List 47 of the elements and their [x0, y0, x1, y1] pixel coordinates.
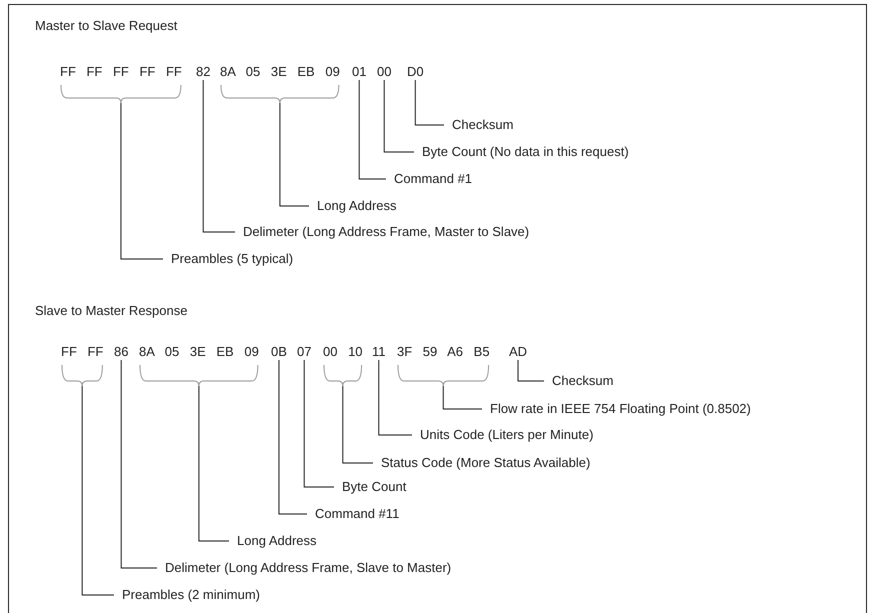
field-description: Command #1 — [386, 171, 472, 187]
field-description: Byte Count — [334, 479, 406, 495]
hex-byte: 07 — [297, 344, 312, 360]
byte-group: FF FF FF FF FF — [60, 64, 182, 103]
leader-line — [384, 80, 414, 152]
byte-group: 8A 05 3E EB 09 — [139, 344, 259, 386]
byte-group: 8A 05 3E EB 09 — [220, 64, 340, 103]
field-description: Checksum — [444, 117, 514, 133]
leader-line — [279, 102, 310, 206]
field-description: Byte Count (No data in this request) — [414, 144, 629, 160]
field-description: Command #11 — [307, 506, 400, 522]
leader-line — [202, 80, 236, 232]
leader-line — [120, 102, 164, 260]
field-description: Units Code (Liters per Minute) — [412, 427, 594, 443]
hex-byte: D0 — [407, 64, 424, 80]
section-heading: Master to Slave Request — [35, 18, 178, 34]
field-description: Status Code (More Status Available) — [373, 455, 590, 471]
field-description: Checksum — [544, 373, 614, 389]
hex-byte: 01 — [352, 64, 366, 80]
field-description: Preambles (2 minimum) — [114, 587, 260, 603]
leader-line — [198, 386, 230, 542]
leader-line — [278, 360, 308, 514]
field-description: Long Address — [309, 198, 397, 214]
leader-line — [442, 386, 482, 410]
field-description: Delimeter (Long Address Frame, Slave to Master) — [157, 560, 452, 576]
field-description: Long Address — [229, 533, 317, 549]
leader-line — [304, 360, 334, 488]
hex-byte: AD — [509, 344, 528, 360]
byte-group: FF FF — [61, 344, 104, 386]
byte-group: 00 10 — [323, 344, 363, 386]
hex-byte: 82 — [196, 64, 210, 80]
field-description: Flow rate in IEEE 754 Floating Point (0.8502) — [482, 401, 751, 417]
hex-byte: 11 — [372, 344, 386, 360]
hex-byte: 00 — [377, 64, 392, 80]
byte-group: 3F 59 A6 B5 — [397, 344, 490, 386]
hex-byte: 86 — [114, 344, 128, 360]
leader-line — [82, 386, 114, 596]
leader-line — [378, 360, 412, 436]
field-description: Preambles (5 typical) — [163, 251, 294, 267]
section-heading: Slave to Master Response — [35, 303, 188, 319]
leader-line — [342, 386, 374, 464]
field-description: Delimeter (Long Address Frame, Master to Slave) — [235, 224, 530, 240]
leader-line — [518, 360, 544, 382]
leader-line — [414, 80, 444, 126]
hex-byte: 0B — [271, 344, 287, 360]
leader-line — [120, 360, 158, 568]
leader-line — [358, 80, 386, 180]
